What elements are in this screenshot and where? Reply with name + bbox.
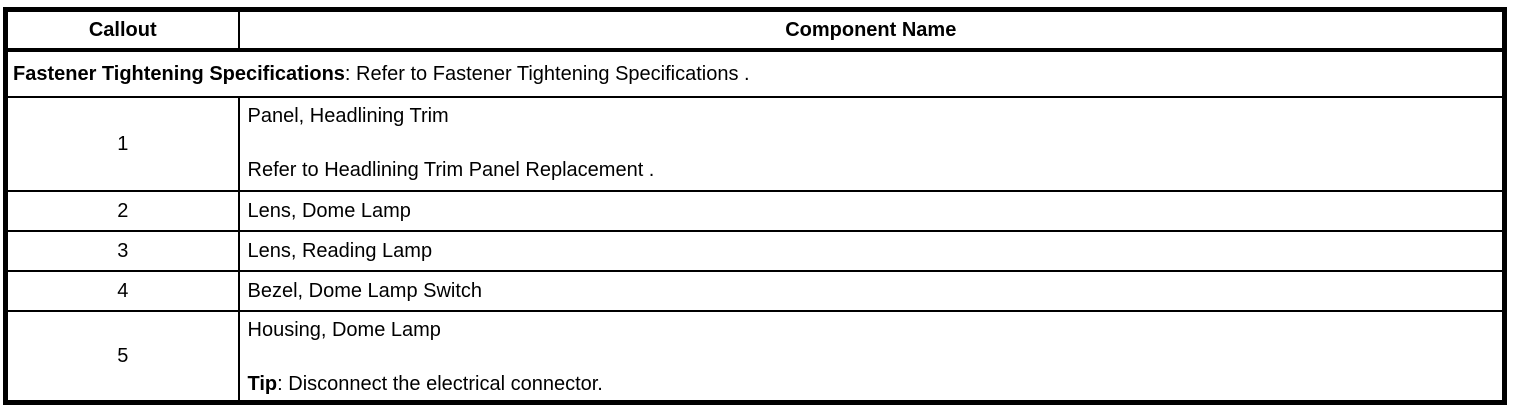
table-row-5: 5 Housing, Dome Lamp Tip: Disconnect the… (4, 310, 1506, 404)
tip-rest-text: : Disconnect the electrical connector. (277, 373, 603, 395)
table-row-4: 4 Bezel, Dome Lamp Switch (4, 270, 1506, 312)
component-tip-line: Tip: Disconnect the electrical connector… (248, 371, 1495, 398)
component-line: Housing, Dome Lamp (247, 319, 441, 341)
component-line: Panel, Headlining Trim (247, 105, 449, 127)
component-name-cell: Lens, Dome Lamp (237, 190, 1506, 232)
fastener-note-row: Fastener Tightening Specifications: Refe… (4, 49, 1506, 98)
callout-component-table: Callout Component Name Fastener Tighteni… (3, 7, 1507, 405)
tip-bold-text: Tip (247, 373, 278, 395)
callout-number: 3 (4, 230, 240, 272)
table-row-3: 3 Lens, Reading Lamp (4, 230, 1506, 272)
component-refer-line: Refer to Headlining Trim Panel Replaceme… (247, 159, 655, 181)
callout-number: 4 (4, 270, 240, 312)
table-row-2: 2 Lens, Dome Lamp (4, 190, 1506, 232)
callout-number: 5 (4, 310, 240, 404)
callout-number: 2 (4, 190, 240, 232)
component-name-cell: Bezel, Dome Lamp Switch (237, 270, 1506, 312)
callout-number: 1 (4, 96, 240, 192)
component-name-cell: Panel, Headlining Trim Refer to Headlini… (237, 96, 1506, 192)
table-row-1: 1 Panel, Headlining Trim Refer to Headli… (4, 96, 1506, 192)
component-name-cell: Lens, Reading Lamp (237, 230, 1506, 272)
page: Callout Component Name Fastener Tighteni… (3, 7, 1507, 405)
column-header-callout: Callout (4, 8, 240, 52)
fastener-note-bold-text: Fastener Tightening Specifications (13, 62, 345, 85)
column-header-component-name: Component Name (237, 8, 1506, 52)
component-name-cell: Housing, Dome Lamp Tip: Disconnect the e… (237, 310, 1506, 404)
fastener-note-cell: Fastener Tightening Specifications: Refe… (4, 49, 1506, 98)
fastener-note-rest-text: : Refer to Fastener Tightening Specifica… (344, 62, 750, 85)
table-header-row: Callout Component Name (4, 8, 1506, 52)
